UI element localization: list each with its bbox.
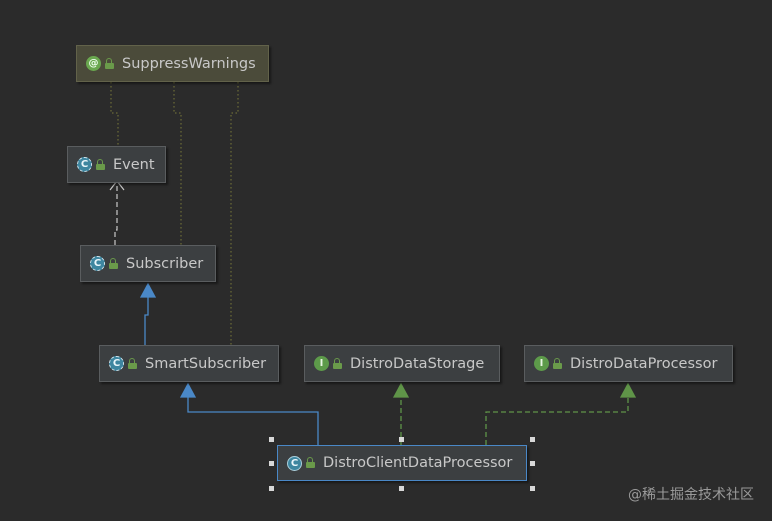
- resize-handle-top-center[interactable]: [399, 437, 404, 442]
- edge-processor-smartsubscriber: [179, 382, 319, 445]
- node-distrodatastorage[interactable]: I DistroDataStorage: [304, 345, 500, 382]
- interface-icon: I: [314, 356, 329, 371]
- edge-smartsubscriber-annotation: [230, 82, 239, 345]
- node-label: DistroDataProcessor: [570, 355, 718, 372]
- node-subscriber[interactable]: C Subscriber: [80, 245, 216, 282]
- node-suppresswarnings[interactable]: @ SuppressWarnings: [76, 45, 269, 82]
- node-label: Subscriber: [126, 255, 204, 272]
- edge-event-annotation: [110, 82, 119, 146]
- node-label: SuppressWarnings: [122, 55, 256, 72]
- node-smartsubscriber[interactable]: C SmartSubscriber: [99, 345, 279, 382]
- public-lock-icon: [96, 158, 105, 171]
- watermark: @稀土掘金技术社区: [628, 487, 754, 503]
- public-lock-icon: [109, 257, 118, 270]
- resize-handle-top-right[interactable]: [530, 437, 535, 442]
- edge-subscriber-event: [109, 180, 125, 245]
- interface-icon: I: [534, 356, 549, 371]
- annotation-links: [110, 82, 239, 345]
- annotation-icon: @: [86, 56, 101, 71]
- edge-processor-dataprocessor: [485, 382, 637, 445]
- node-label: Event: [113, 156, 155, 173]
- node-distrodataprocessor[interactable]: I DistroDataProcessor: [524, 345, 733, 382]
- public-lock-icon: [333, 357, 342, 370]
- class-icon: C: [287, 455, 302, 471]
- resize-handle-bottom-right[interactable]: [530, 486, 535, 491]
- node-label: SmartSubscriber: [145, 355, 267, 372]
- edge-subscriber-annotation: [173, 82, 182, 245]
- resize-handle-middle-right[interactable]: [530, 461, 535, 466]
- node-event[interactable]: C Event: [67, 146, 166, 183]
- resize-handle-top-left[interactable]: [269, 437, 274, 442]
- public-lock-icon: [105, 57, 114, 70]
- node-distroclientdataprocessor[interactable]: C DistroClientDataProcessor: [277, 445, 527, 481]
- abstract-class-icon: C: [77, 157, 92, 172]
- edge-smartsubscriber-subscriber: [139, 282, 157, 345]
- abstract-class-icon: C: [109, 356, 124, 371]
- node-label: DistroDataStorage: [350, 355, 485, 372]
- resize-handle-bottom-center[interactable]: [399, 486, 404, 491]
- edge-processor-storage: [392, 382, 410, 445]
- abstract-class-icon: C: [90, 256, 105, 271]
- resize-handle-bottom-left[interactable]: [269, 486, 274, 491]
- public-lock-icon: [306, 457, 315, 469]
- node-label: DistroClientDataProcessor: [323, 455, 513, 471]
- public-lock-icon: [553, 357, 562, 370]
- public-lock-icon: [128, 357, 137, 370]
- resize-handle-middle-left[interactable]: [269, 461, 274, 466]
